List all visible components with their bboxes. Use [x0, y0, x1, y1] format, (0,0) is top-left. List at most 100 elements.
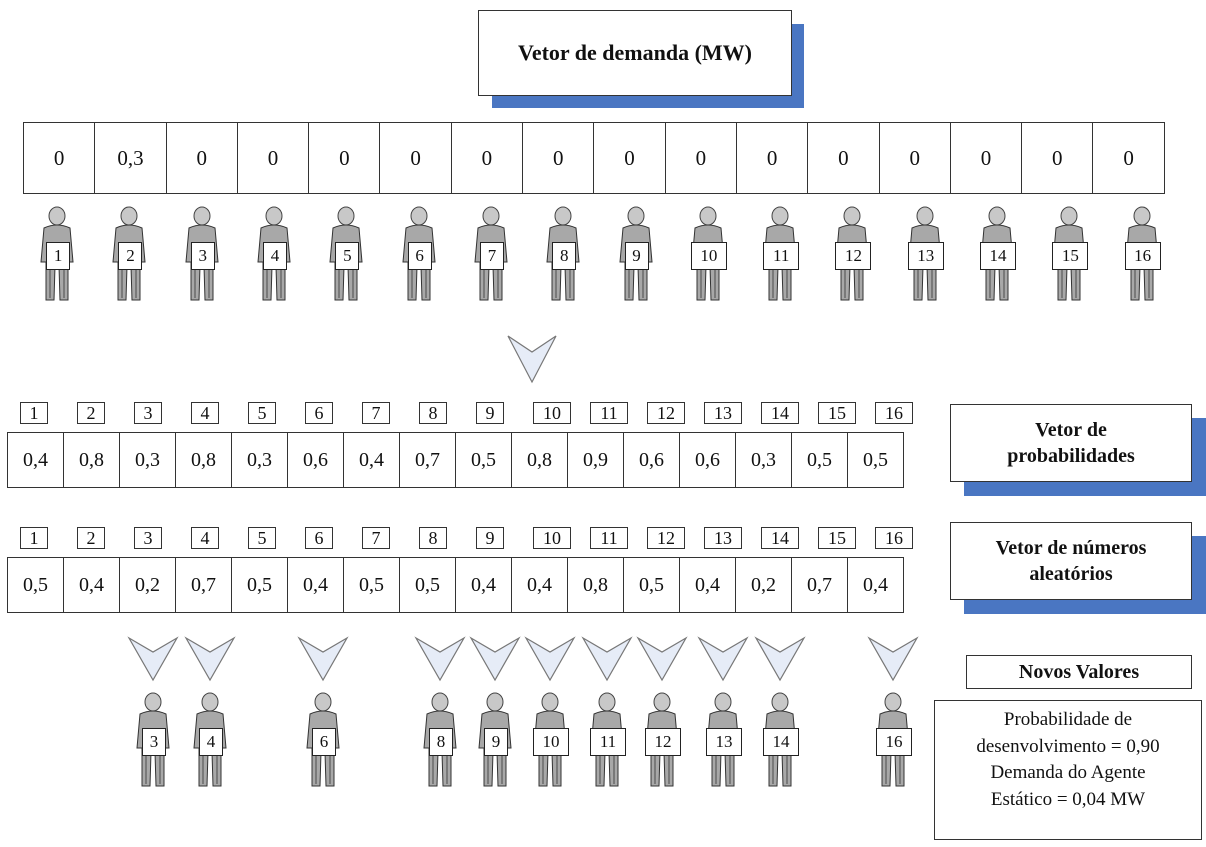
agent-figure-icon: 6	[304, 692, 342, 788]
demand-cell: 0	[735, 122, 809, 194]
agent-figure-icon: 9	[617, 206, 655, 302]
agent-number-label: 12	[645, 728, 681, 756]
agent-number-label: 7	[479, 242, 504, 270]
agent-number-label: 13	[907, 242, 944, 270]
random-label-line1: Vetor de números	[995, 537, 1147, 559]
random-label-group: Vetor de números aleatórios	[950, 522, 1206, 614]
value-cell: 0,5	[455, 432, 512, 488]
demand-cell: 0	[379, 122, 452, 194]
index-label: 5	[248, 402, 276, 424]
demand-cell: 0	[450, 122, 524, 194]
value-cell: 0,4	[63, 557, 120, 613]
value-cell: 0,7	[399, 432, 456, 488]
agent-figure-icon: 16	[1123, 206, 1161, 302]
value-cell: 0,4	[287, 557, 344, 613]
demand-cell: 0	[593, 122, 666, 194]
agent-number-label: 6	[407, 242, 432, 270]
value-cell: 0,8	[63, 432, 120, 488]
demand-cell: 0,3	[94, 122, 167, 194]
random-vector-label: Vetor de números aleatórios	[950, 522, 1192, 600]
agent-number-label: 6	[312, 728, 336, 756]
agent-number-label: 1	[46, 242, 71, 270]
demand-cell: 0	[878, 122, 951, 194]
prob-vector-label: Vetor de probabilidades	[950, 404, 1192, 482]
value-cell: 0,5	[399, 557, 456, 613]
index-label: 10	[533, 402, 571, 424]
demand-cell: 0	[1021, 122, 1094, 194]
index-label: 4	[191, 402, 219, 424]
prob-label-group: Vetor de probabilidades	[950, 404, 1206, 496]
index-label: 14	[761, 402, 799, 424]
index-label: 7	[362, 402, 390, 424]
agent-figure-icon: 11	[761, 206, 800, 302]
agent-number-label: 5	[335, 242, 360, 270]
value-cell: 0,9	[567, 432, 624, 488]
agent-number-label: 12	[835, 242, 872, 270]
agent-figure-icon: 11	[588, 692, 626, 788]
down-chevron-icon	[507, 335, 557, 384]
value-cell: 0,3	[735, 432, 792, 488]
agent-figure-icon: 10	[689, 206, 727, 302]
index-label: 5	[248, 527, 276, 549]
down-chevron-icon	[697, 636, 749, 682]
agent-figure-icon: 16	[874, 692, 912, 788]
agent-number-label: 16	[1124, 242, 1161, 270]
agent-number-label: 2	[118, 242, 143, 270]
agent-number-label: 14	[763, 728, 799, 756]
value-cell: 0,6	[679, 432, 736, 488]
agent-figure-icon: 14	[761, 692, 799, 788]
down-chevron-icon	[581, 636, 633, 682]
down-chevron-icon	[867, 636, 919, 682]
index-label: 11	[590, 402, 628, 424]
agent-number-label: 9	[624, 242, 649, 270]
demand-cell: 0	[236, 122, 310, 194]
value-cell: 0,2	[735, 557, 792, 613]
agent-number-label: 11	[763, 242, 800, 270]
index-label: 12	[647, 402, 685, 424]
agent-number-label: 3	[142, 728, 166, 756]
index-label: 1	[20, 402, 48, 424]
agent-number-label: 16	[876, 728, 912, 756]
demand-cell: 0	[308, 122, 381, 194]
index-label: 15	[818, 527, 856, 549]
agent-figure-icon: 5	[327, 206, 365, 302]
value-cell: 0,8	[567, 557, 624, 613]
value-cell: 0,5	[7, 557, 64, 613]
agent-figure-icon: 14	[978, 206, 1017, 302]
index-label: 1	[20, 527, 48, 549]
demand-cell: 0	[949, 122, 1023, 194]
value-cell: 0,3	[231, 432, 288, 488]
value-cell: 0,6	[623, 432, 680, 488]
info-line2: desenvolvimento = 0,90	[976, 735, 1160, 757]
value-cell: 0,5	[791, 432, 848, 488]
agent-number-label: 8	[429, 728, 453, 756]
value-cell: 0,4	[343, 432, 400, 488]
prob-label-line2: probabilidades	[1007, 445, 1135, 467]
value-cell: 0,2	[119, 557, 176, 613]
agent-number-label: 9	[484, 728, 508, 756]
value-cell: 0,5	[343, 557, 400, 613]
demand-cell: 0	[522, 122, 595, 194]
down-chevron-icon	[127, 636, 179, 682]
value-cell: 0,4	[847, 557, 904, 613]
random-label-line2: aleatórios	[1029, 563, 1113, 585]
value-cell: 0,5	[847, 432, 904, 488]
agent-figure-icon: 12	[833, 206, 872, 302]
title-box-group: Vetor de demanda (MW)	[478, 10, 804, 108]
prob-label-line1: Vetor de	[1035, 419, 1107, 441]
down-chevron-icon	[469, 636, 521, 682]
agent-number-label: 14	[980, 242, 1017, 270]
index-label: 9	[476, 527, 504, 549]
agent-figure-icon: 12	[643, 692, 681, 788]
agent-number-label: 10	[690, 242, 727, 270]
agent-number-label: 4	[199, 728, 223, 756]
agent-figure-icon: 13	[906, 206, 944, 302]
index-label: 16	[875, 402, 913, 424]
info-line3: Demanda do Agente	[990, 762, 1146, 784]
diagram-title: Vetor de demanda (MW)	[478, 10, 792, 96]
value-cell: 0,3	[119, 432, 176, 488]
